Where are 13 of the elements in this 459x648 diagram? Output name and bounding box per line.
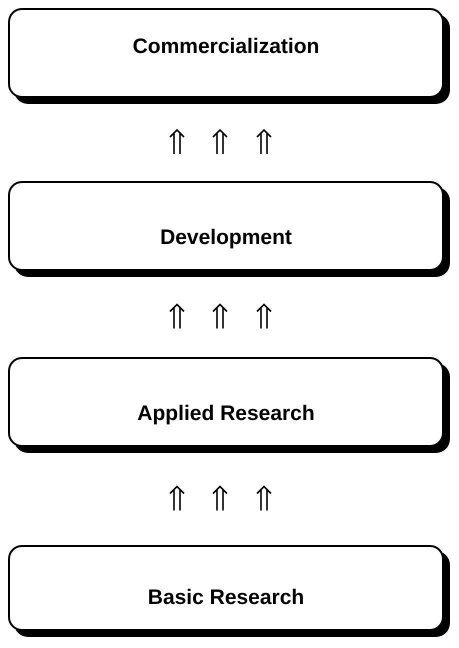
box-label: Basic Research: [148, 586, 304, 610]
double-arrow: [212, 485, 228, 512]
double-arrow: [256, 303, 272, 330]
box-label: Commercialization: [132, 35, 320, 59]
double-arrow: [256, 485, 272, 512]
box-label: Development: [160, 226, 292, 250]
double-arrow: [212, 303, 228, 330]
double-arrow: [212, 128, 228, 155]
box-label: Applied Research: [137, 402, 315, 426]
double-arrow: [169, 128, 185, 155]
double-arrow: [256, 128, 272, 155]
double-arrow: [169, 485, 185, 512]
double-arrow: [169, 303, 185, 330]
